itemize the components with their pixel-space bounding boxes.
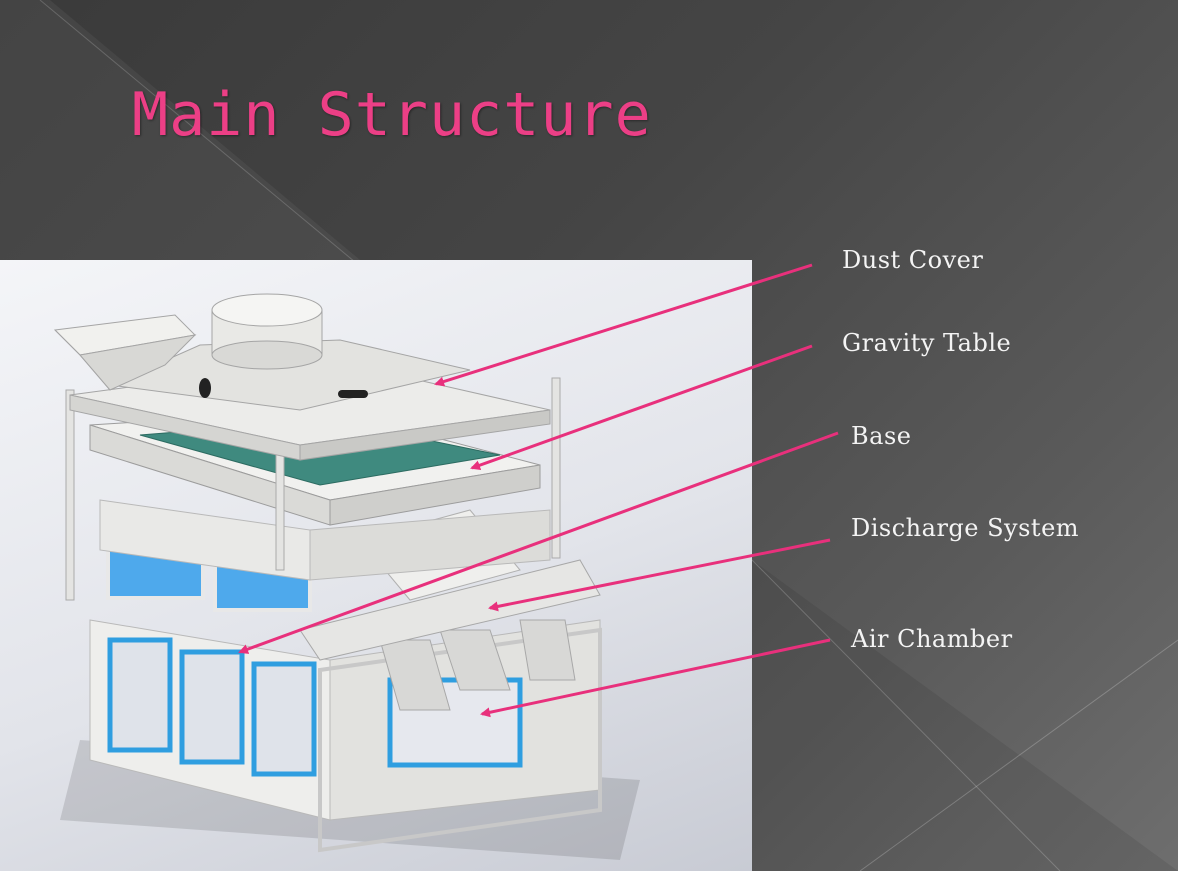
door-panel [107,637,173,753]
inspection-slot [338,390,368,398]
exhaust-duct-opening [211,293,323,327]
support-post [65,389,75,601]
background-line [39,0,356,263]
discharge-chute [519,619,576,681]
page-title: Main Structure [132,80,652,150]
inspection-hole [199,378,211,398]
background-facet [752,560,1178,871]
gravity-separator-illustration [53,293,640,860]
support-post [275,439,285,571]
exhaust-duct-base [211,340,323,370]
door-panel [179,649,245,765]
machine-render [0,260,752,871]
feed-hopper-front [79,334,197,391]
callout-base: Base [851,422,912,450]
door-panel [251,661,317,777]
background-facet [0,0,360,260]
background-line [859,639,1178,871]
callout-air-chamber: Air Chamber [851,625,1013,653]
callout-discharge-system: Discharge System [851,514,1080,542]
callout-gravity-table: Gravity Table [842,329,1012,357]
support-post [551,377,561,559]
callout-dust-cover: Dust Cover [842,246,984,274]
